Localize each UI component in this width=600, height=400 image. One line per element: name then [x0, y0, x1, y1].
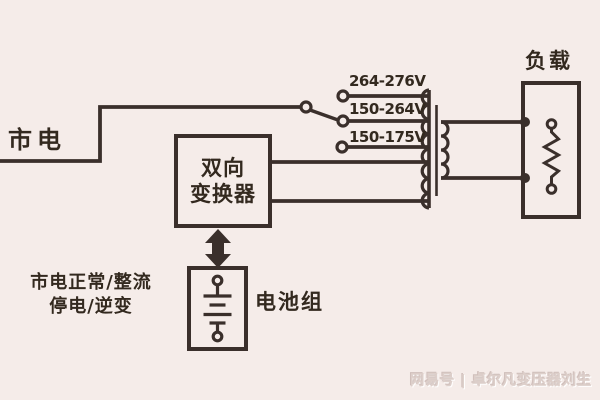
load-box [520, 81, 581, 219]
converter-wires [272, 160, 429, 203]
voltage-tap-label-mid: 150-264V [349, 100, 426, 118]
converter-label-line1: 双向 [201, 156, 245, 180]
battery-box [187, 266, 248, 351]
load-resistor [541, 118, 562, 195]
tap-terminal-mid [336, 114, 350, 128]
tap-terminal-high [336, 89, 350, 103]
converter-label-line2: 变换器 [190, 182, 256, 206]
transformer [420, 88, 525, 210]
converter-label: 双向 变换器 [174, 134, 272, 228]
battery-symbol [203, 274, 232, 343]
junction-dot-top [520, 117, 530, 127]
junction-dot-bottom [520, 173, 530, 183]
mode-text: 市电正常/整流 停电/逆变 [19, 271, 163, 319]
battery-arrow [205, 229, 231, 268]
watermark-text: 网易号 | 卓尔凡变压器刘生 [410, 373, 592, 389]
tap-terminal-low [335, 140, 349, 154]
mains-wire [0, 105, 301, 163]
transformer-primary-winding [420, 88, 431, 210]
mode-text-line2: 停电/逆变 [49, 296, 133, 317]
battery-label: 电池组 [255, 290, 324, 314]
voltage-tap-label-high: 264-276V [349, 72, 426, 90]
mode-text-line1: 市电正常/整流 [30, 272, 152, 293]
tap-selector-switch [299, 89, 350, 154]
load-label: 负载 [525, 49, 573, 73]
mains-label: 市电 [8, 126, 66, 154]
voltage-tap-label-low: 150-175V [349, 128, 426, 146]
tap-wires [346, 94, 429, 149]
transformer-secondary-winding [440, 120, 525, 180]
converter-box [174, 134, 272, 228]
